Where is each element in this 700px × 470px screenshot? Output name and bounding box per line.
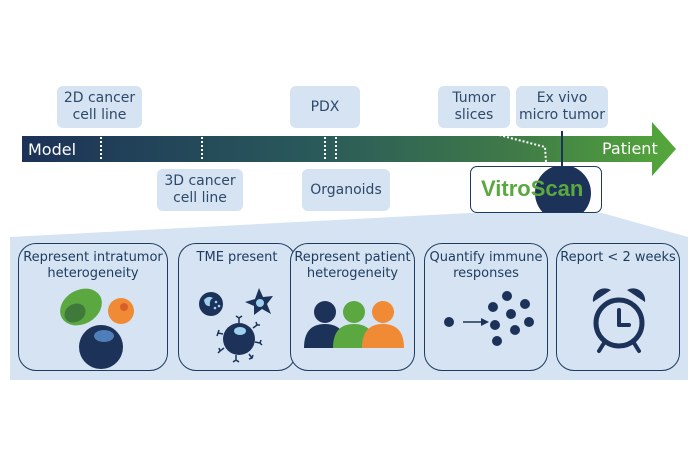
logo-text-part2: Scan xyxy=(530,176,584,201)
model-label-ex-vivo-micro-tumor: Ex vivo micro tumor xyxy=(516,86,608,128)
axis-end-label: Patient xyxy=(602,139,658,158)
vitroscan-logo: VitroScan xyxy=(470,166,602,213)
model-label-3d-cell-line: 3D cancer cell line xyxy=(157,169,243,211)
feature-title: Report < 2 weeks xyxy=(560,250,676,265)
cell-expansion-icon xyxy=(444,291,534,346)
feature-title: Represent patient heterogeneity xyxy=(294,250,411,281)
feature-panel-intratumor: Represent intratumor heterogeneity xyxy=(18,243,168,371)
feature-panel-patient: Represent patient heterogeneity xyxy=(290,243,415,371)
model-label-organoids: Organoids xyxy=(302,169,390,211)
immune-cells-icon xyxy=(199,288,273,363)
timeline-arrow xyxy=(22,122,676,176)
feature-panel-tme: TME present xyxy=(178,243,296,371)
alarm-clock-icon xyxy=(592,288,646,353)
model-label-2d-cell-line: 2D cancer cell line xyxy=(57,86,142,128)
model-label-pdx: PDX xyxy=(290,86,360,128)
feature-panel-report: Report < 2 weeks xyxy=(556,243,680,371)
logo-circle xyxy=(535,167,591,212)
logo-text: VitroScan xyxy=(481,176,583,202)
axis-start-label: Model xyxy=(28,140,77,159)
marker-tumor-slices xyxy=(479,129,547,163)
feature-title: Quantify immune responses xyxy=(429,250,543,281)
feature-title: TME present xyxy=(196,250,278,265)
people-icon xyxy=(304,301,404,348)
model-label-tumor-slices: Tumor slices xyxy=(438,86,510,128)
feature-panel-immune: Quantify immune responses xyxy=(424,243,548,371)
cells-icon xyxy=(60,288,134,369)
feature-title: Represent intratumor heterogeneity xyxy=(23,250,163,281)
logo-text-part1: Vitro xyxy=(481,176,531,201)
